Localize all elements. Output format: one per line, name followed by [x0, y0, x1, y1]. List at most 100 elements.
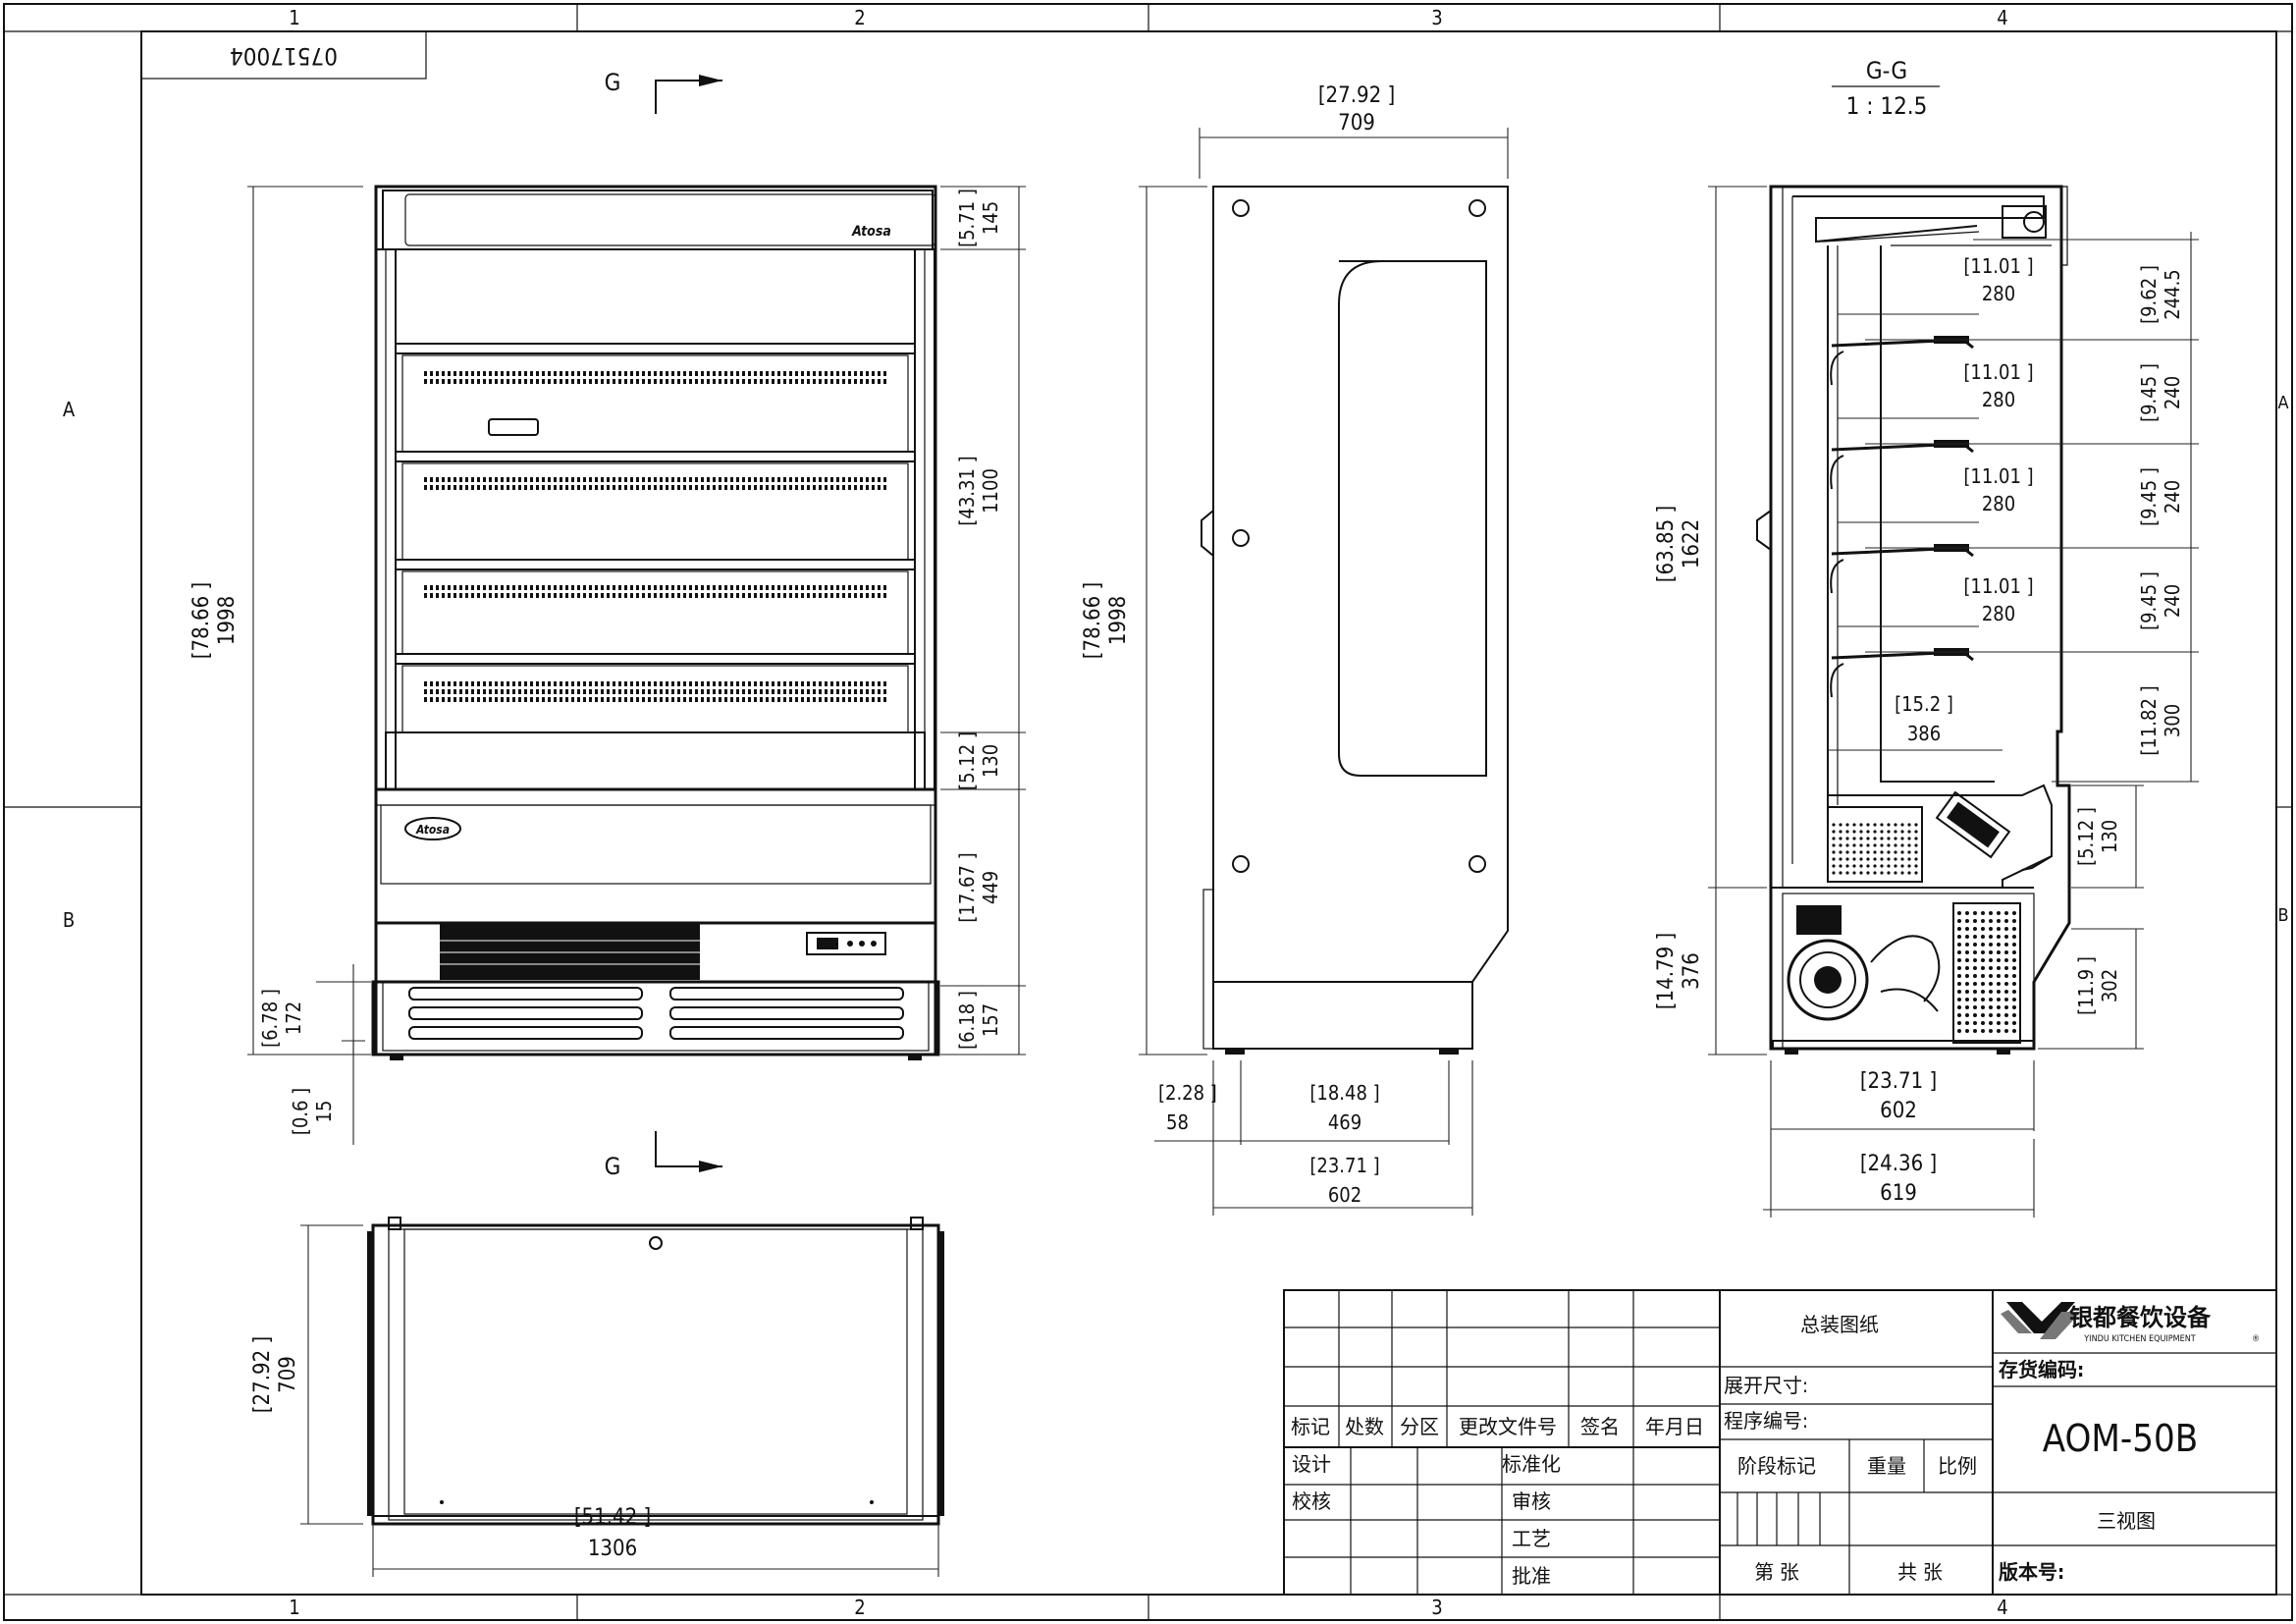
side-view: [1201, 186, 1509, 1055]
dim-evap-mm: 130: [2098, 820, 2121, 853]
vent-slot: [642, 585, 645, 590]
vent-slot: [860, 485, 863, 490]
vent-slot: [748, 477, 751, 482]
vent-slot: [683, 593, 686, 598]
vent-slot: [512, 593, 515, 598]
vent-slot: [848, 585, 851, 590]
vent-slot: [636, 485, 639, 490]
vent-slot: [442, 477, 445, 482]
zone-col-4: 4: [1997, 6, 2007, 29]
vent-slot: [465, 485, 468, 490]
vent-slot: [459, 697, 462, 702]
vent-slot: [654, 485, 657, 490]
vent-slot: [465, 379, 468, 384]
vent-slot: [613, 689, 615, 694]
vent-slot: [701, 585, 704, 590]
vent-slot: [683, 485, 686, 490]
vent-slot: [736, 593, 739, 598]
vent-slot: [860, 585, 863, 590]
section-marks: G G G-G 1 : 12.5: [605, 57, 1940, 1180]
fin-dot: [1981, 927, 1985, 931]
zone-row-b-right: B: [2277, 905, 2288, 926]
vent-slot: [795, 697, 798, 702]
vent-slot: [730, 585, 733, 590]
vent-slot: [813, 485, 816, 490]
vent-slot: [430, 485, 433, 490]
dim-cabinet-height-inch: [63.85 ]: [1654, 506, 1679, 582]
zone-row-a: A: [63, 398, 76, 421]
fin-dot: [1989, 982, 1993, 986]
vent-slot: [807, 585, 810, 590]
vent-slot: [825, 477, 828, 482]
vent-slot: [677, 681, 680, 686]
section-shelves: [1830, 336, 1974, 698]
fin-dot: [1981, 958, 1985, 962]
rev-header-date: 年月日: [1645, 1415, 1704, 1438]
vent-slot: [459, 585, 462, 590]
vent-slot: [883, 477, 886, 482]
vent-slot: [677, 371, 680, 376]
vent-slot: [524, 585, 527, 590]
vent-slot: [742, 485, 745, 490]
fin-dot: [2004, 950, 2008, 954]
fin-dot: [1914, 857, 1918, 861]
fin-dot: [1887, 871, 1891, 875]
vent-slot: [878, 689, 881, 694]
fin-dot: [1852, 850, 1856, 854]
vent-slot: [754, 477, 757, 482]
fin-dot: [1989, 1013, 1993, 1017]
vent-slot: [742, 689, 745, 694]
fin-dot: [1845, 850, 1849, 854]
fin-dot: [1914, 823, 1918, 827]
vent-slot: [772, 371, 774, 376]
vent-slot: [530, 477, 533, 482]
shelf-1: [395, 343, 916, 453]
fin-dot: [1973, 943, 1977, 947]
vent-slot: [583, 681, 586, 686]
vent-slot: [883, 681, 886, 686]
section-view: [1756, 185, 2071, 1055]
vent-slot: [819, 697, 822, 702]
vent-slot: [783, 689, 786, 694]
vent-slot: [501, 593, 504, 598]
vent-slot: [613, 485, 615, 490]
fin-dot: [2012, 911, 2016, 915]
vent-slot: [754, 485, 757, 490]
fin-dot: [1965, 974, 1969, 978]
vent-slot: [454, 485, 456, 490]
vent-slot: [689, 585, 692, 590]
vent-slot: [707, 379, 710, 384]
dim-base-left-mm: 172: [282, 1001, 305, 1035]
vent-slot: [536, 371, 539, 376]
vent-slot: [724, 477, 727, 482]
dim-foot-offset-mm: 58: [1166, 1110, 1189, 1134]
fin-dot: [1845, 837, 1849, 840]
vent-slot: [630, 477, 633, 482]
fin-dot: [2004, 1021, 2008, 1025]
vent-slot: [618, 681, 621, 686]
vent-slot: [560, 689, 562, 694]
vent-slot: [483, 585, 486, 590]
vent-slot: [842, 477, 845, 482]
fin-dot: [1981, 1013, 1985, 1017]
shelf-2: [395, 451, 916, 561]
vent-slot: [860, 379, 863, 384]
rev-header-mark: 标记: [1291, 1415, 1330, 1438]
vent-slot: [536, 593, 539, 598]
shelf-vent-slots: [424, 371, 886, 702]
vent-slot: [730, 681, 733, 686]
dim-base-left-inch: [6.78 ]: [258, 989, 282, 1048]
fin-dot: [2004, 982, 2008, 986]
vent-slot: [524, 681, 527, 686]
vent-slot: [571, 697, 574, 702]
fin-dot: [1989, 1005, 1993, 1009]
vent-slot: [589, 681, 592, 686]
vent-slot: [571, 379, 574, 384]
zone-row-b: B: [63, 908, 75, 932]
dim-pitch-1-mm: 240: [2161, 376, 2184, 409]
fin-dot: [2012, 958, 2016, 962]
vent-slot: [512, 681, 515, 686]
vent-slot: [589, 697, 592, 702]
vent-slot: [801, 681, 804, 686]
fin-dot: [1852, 843, 1856, 847]
